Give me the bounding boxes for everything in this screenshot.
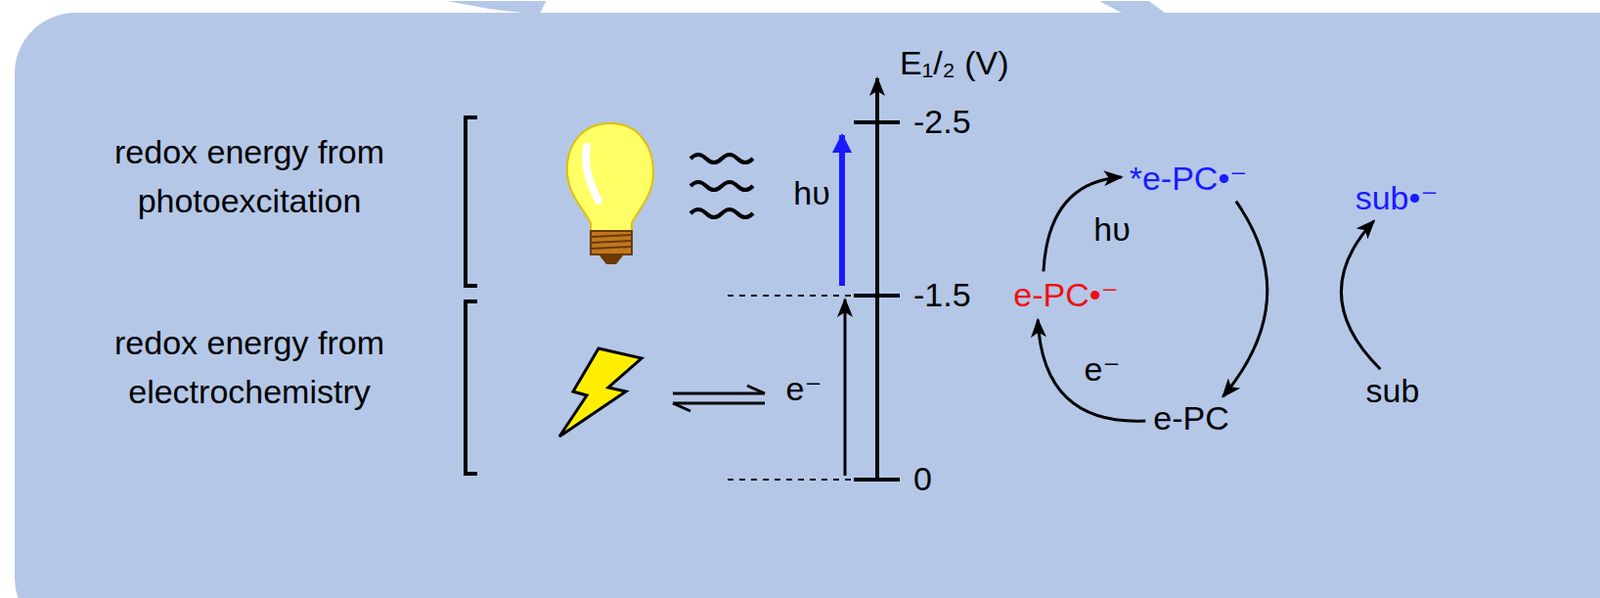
side-label: redox energy from electrochemistry bbox=[102, 317, 397, 416]
species-text: *e-PC•⁻ bbox=[1129, 160, 1248, 197]
species-node: e-PC bbox=[1149, 398, 1233, 439]
cycle-arrow bbox=[1037, 319, 1146, 422]
species-node: *e-PC•⁻ bbox=[1125, 158, 1252, 199]
edge-label: e⁻ bbox=[1084, 351, 1121, 388]
species-node: sub bbox=[1362, 370, 1424, 411]
photon-arrow bbox=[839, 134, 845, 286]
species-node: e-PC•⁻ bbox=[1009, 274, 1122, 315]
axis-label: E₁/₂ (V) bbox=[899, 44, 1010, 82]
cycle-arrow bbox=[1222, 201, 1267, 398]
axis-label: 0 bbox=[913, 460, 933, 497]
side-label: redox energy from photoexcitation bbox=[102, 127, 397, 225]
equilibrium-arrows bbox=[672, 385, 765, 411]
axis-label: -1.5 bbox=[913, 276, 972, 313]
species-text: e-PC bbox=[1153, 400, 1229, 437]
species-node: sub•⁻ bbox=[1351, 177, 1443, 219]
energy-axis bbox=[875, 78, 880, 480]
light-bulb bbox=[567, 123, 654, 265]
arrow-label: e⁻ bbox=[786, 370, 823, 407]
species-text: sub bbox=[1366, 372, 1421, 409]
bracket bbox=[465, 117, 478, 286]
electron-arrow bbox=[844, 299, 847, 476]
species-text: e-PC•⁻ bbox=[1013, 276, 1118, 313]
bracket bbox=[465, 301, 478, 474]
arrow-label: hυ bbox=[793, 175, 831, 212]
edge-label: hυ bbox=[1093, 211, 1131, 248]
lightning-bolt bbox=[559, 348, 642, 437]
light-waves bbox=[690, 154, 754, 218]
cycle-arrow bbox=[1340, 221, 1380, 370]
species-text: sub•⁻ bbox=[1355, 179, 1439, 217]
dashed-level bbox=[727, 295, 854, 480]
axis-ticks bbox=[853, 122, 900, 480]
axis-label: -2.5 bbox=[913, 103, 972, 140]
panel bbox=[14, 12, 1600, 598]
